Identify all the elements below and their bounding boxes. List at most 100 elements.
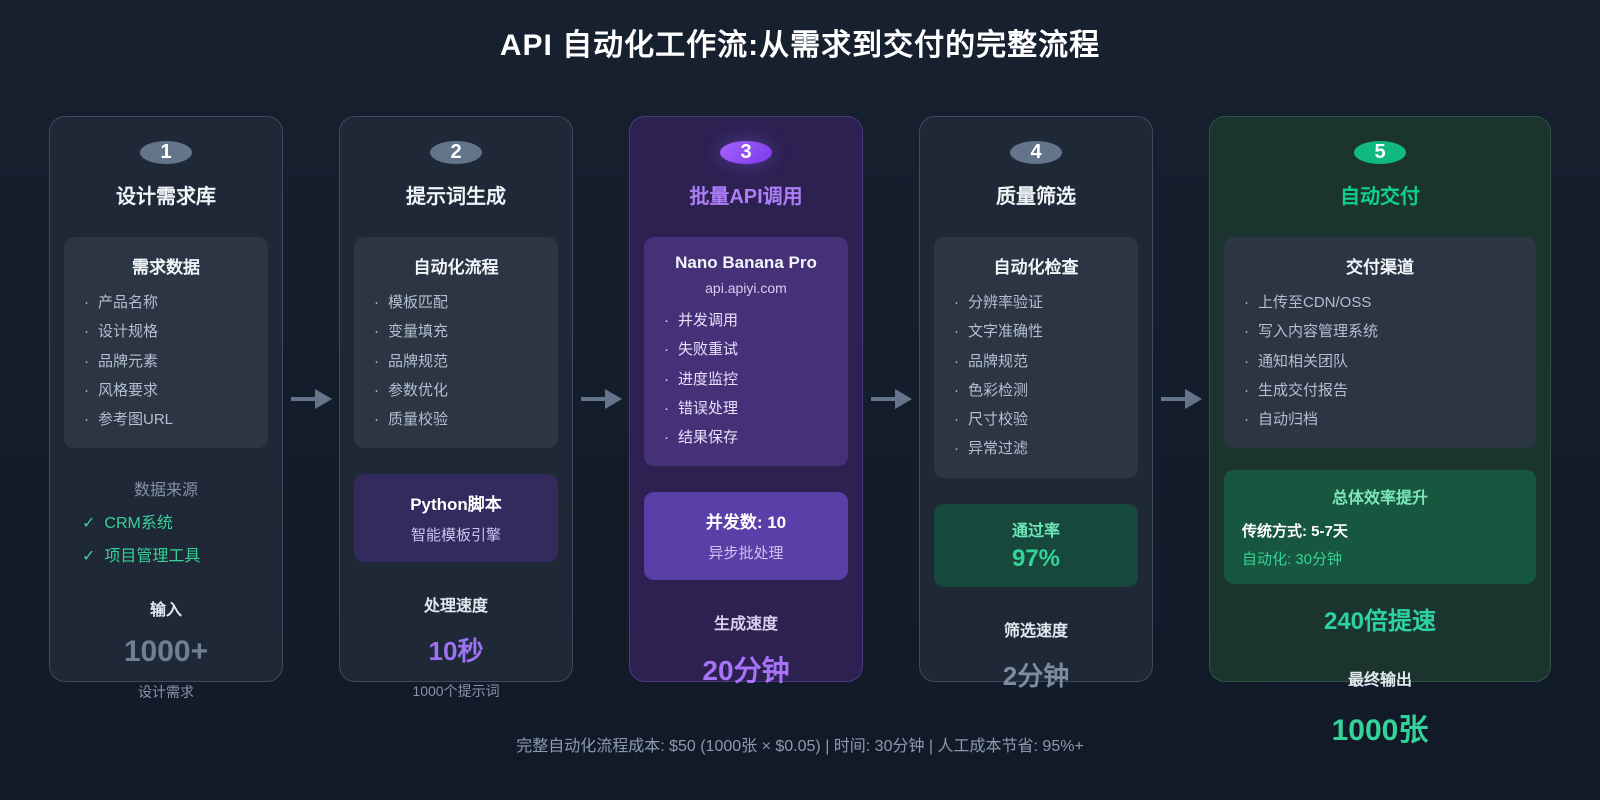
stat-label: 最终输出: [1347, 672, 1412, 690]
concurrency-badge: 并发数: 10 异步批处理: [644, 492, 848, 581]
list-item: 品牌规范: [954, 347, 1126, 376]
step-number-badge: 4: [1010, 141, 1062, 164]
stat-value: 1000+: [123, 635, 209, 669]
list-item: 品牌规范: [374, 347, 546, 376]
check-icon: ✓: [82, 548, 96, 566]
list-item: 变量填充: [374, 317, 546, 346]
flow-arrow-icon: [870, 389, 912, 409]
efficiency-summary-box: 总体效率提升 传统方式: 5-7天 自动化: 30分钟: [1224, 470, 1536, 585]
automated-checks-panel: 自动化检查 分辨率验证 文字准确性 品牌规范 色彩检测 尺寸校验 异常过滤: [934, 237, 1138, 478]
step-number-badge: 1: [140, 141, 192, 164]
automation-process-panel: 自动化流程 模板匹配 变量填充 品牌规范 参数优化 质量校验: [354, 237, 558, 449]
step-card-prompt-generation: 2 提示词生成 自动化流程 模板匹配 变量填充 品牌规范 参数优化 质量校验 P…: [339, 116, 573, 699]
step-title: 自动交付: [1340, 186, 1420, 208]
step-title: 提示词生成: [406, 186, 506, 208]
step-title: 设计需求库: [116, 186, 216, 208]
list-item: 模板匹配: [374, 288, 546, 317]
badge-title: Python脚本: [410, 495, 502, 515]
delivery-channels-panel: 交付渠道 上传至CDN/OSS 写入内容管理系统 通知相关团队 生成交付报告 自…: [1224, 237, 1536, 449]
flow-connector: [1153, 116, 1209, 682]
list-item: 上传至CDN/OSS: [1244, 288, 1524, 317]
flow-connector: [573, 116, 629, 682]
workflow-flow: 1 设计需求库 需求数据 产品名称 设计规格 品牌元素 风格要求 参考图URL …: [0, 116, 1600, 747]
flow-arrow-icon: [290, 389, 332, 409]
stat-sub: 1000个提示词: [412, 683, 500, 700]
step-card-quality-screening: 4 质量筛选 自动化检查 分辨率验证 文字准确性 品牌规范 色彩检测 尺寸校验 …: [919, 116, 1153, 691]
badge-sub: 智能模板引擎: [410, 527, 501, 545]
flow-connector: [863, 116, 919, 682]
list-item: 通知相关团队: [1244, 347, 1524, 376]
panel-item-list: 并发调用 失败重试 进度监控 错误处理 结果保存: [656, 306, 836, 452]
stat-value: 2分钟: [1002, 660, 1070, 691]
list-item: 参考图URL: [84, 405, 256, 434]
step-title: 批量API调用: [689, 186, 803, 208]
badge-title: 通过率: [1011, 522, 1060, 540]
panel-item-list: 产品名称 设计规格 品牌元素 风格要求 参考图URL: [76, 288, 256, 434]
step-number-badge: 3: [720, 141, 772, 164]
flow-connector: [283, 116, 339, 682]
cost-summary-footer: 完整自动化流程成本: $50 (1000张 × $0.05) | 时间: 30分…: [516, 738, 1084, 755]
list-item: 风格要求: [84, 376, 256, 405]
list-item: 异常过滤: [954, 434, 1126, 463]
list-item: 失败重试: [664, 335, 836, 364]
stat-label: 筛选速度: [1003, 622, 1068, 640]
panel-heading: 交付渠道: [1346, 258, 1414, 277]
page-title: API 自动化工作流:从需求到交付的完整流程: [499, 29, 1101, 62]
panel-heading: Nano Banana Pro: [675, 253, 817, 272]
list-item: 色彩检测: [954, 376, 1126, 405]
list-item: 写入内容管理系统: [1244, 317, 1524, 346]
flow-arrow-icon: [1160, 389, 1202, 409]
automated-time-label: 自动化: 30分钟: [1242, 551, 1343, 569]
list-item: 尺寸校验: [954, 405, 1126, 434]
speedup-highlight: 240倍提速: [1323, 608, 1437, 636]
list-item: 进度监控: [664, 365, 836, 394]
data-source-label: CRM系统: [104, 515, 173, 533]
step-card-batch-api-calls: 3 批量API调用 Nano Banana Pro api.apiyi.com …: [629, 116, 863, 686]
list-item: 设计规格: [84, 317, 256, 346]
step-card-design-requirements: 1 设计需求库 需求数据 产品名称 设计规格 品牌元素 风格要求 参考图URL …: [49, 116, 283, 700]
requirements-data-panel: 需求数据 产品名称 设计规格 品牌元素 风格要求 参考图URL: [64, 237, 268, 449]
list-item: 文字准确性: [954, 317, 1126, 346]
panel-heading: 自动化流程: [413, 258, 499, 277]
step-number-badge: 2: [430, 141, 482, 164]
stat-label: 输入: [149, 602, 182, 620]
stat-label: 生成速度: [713, 616, 778, 634]
panel-item-list: 上传至CDN/OSS 写入内容管理系统 通知相关团队 生成交付报告 自动归档: [1236, 288, 1524, 434]
api-domain-label: api.apiyi.com: [705, 280, 787, 296]
list-item: 品牌元素: [84, 347, 256, 376]
badge-title: 并发数: 10: [705, 513, 787, 533]
api-service-panel: Nano Banana Pro api.apiyi.com 并发调用 失败重试 …: [644, 237, 848, 467]
python-script-badge: Python脚本 智能模板引擎: [354, 474, 558, 563]
data-source-item: ✓ 项目管理工具: [82, 542, 282, 566]
stat-value: 20分钟: [702, 655, 790, 687]
list-item: 产品名称: [84, 288, 256, 317]
list-item: 质量校验: [374, 405, 546, 434]
badge-sub: 异步批处理: [708, 545, 784, 563]
list-item: 结果保存: [664, 423, 836, 452]
panel-heading: 需求数据: [132, 258, 200, 277]
list-item: 参数优化: [374, 376, 546, 405]
stat-label: 处理速度: [423, 598, 488, 616]
stat-value: 10秒: [428, 636, 484, 667]
list-item: 分辨率验证: [954, 288, 1126, 317]
step-card-auto-delivery: 5 自动交付 交付渠道 上传至CDN/OSS 写入内容管理系统 通知相关团队 生…: [1209, 116, 1551, 747]
step-title: 质量筛选: [996, 186, 1076, 208]
data-source-label: 项目管理工具: [104, 548, 201, 566]
list-item: 并发调用: [664, 306, 836, 335]
check-icon: ✓: [82, 515, 96, 533]
stat-value: 1000张: [1331, 714, 1429, 748]
list-item: 自动归档: [1244, 405, 1524, 434]
panel-item-list: 模板匹配 变量填充 品牌规范 参数优化 质量校验: [366, 288, 546, 434]
data-source-heading: 数据来源: [133, 482, 198, 500]
pass-rate-value: 97%: [1011, 544, 1061, 572]
efficiency-heading: 总体效率提升: [1331, 490, 1428, 508]
step-number-badge: 5: [1354, 141, 1406, 164]
list-item: 生成交付报告: [1244, 376, 1524, 405]
stat-sub: 设计需求: [138, 684, 194, 701]
pass-rate-badge: 通过率 97%: [934, 503, 1138, 587]
panel-heading: 自动化检查: [993, 258, 1079, 277]
flow-arrow-icon: [580, 389, 622, 409]
traditional-time-label: 传统方式: 5-7天: [1242, 523, 1348, 541]
panel-item-list: 分辨率验证 文字准确性 品牌规范 色彩检测 尺寸校验 异常过滤: [946, 288, 1126, 464]
